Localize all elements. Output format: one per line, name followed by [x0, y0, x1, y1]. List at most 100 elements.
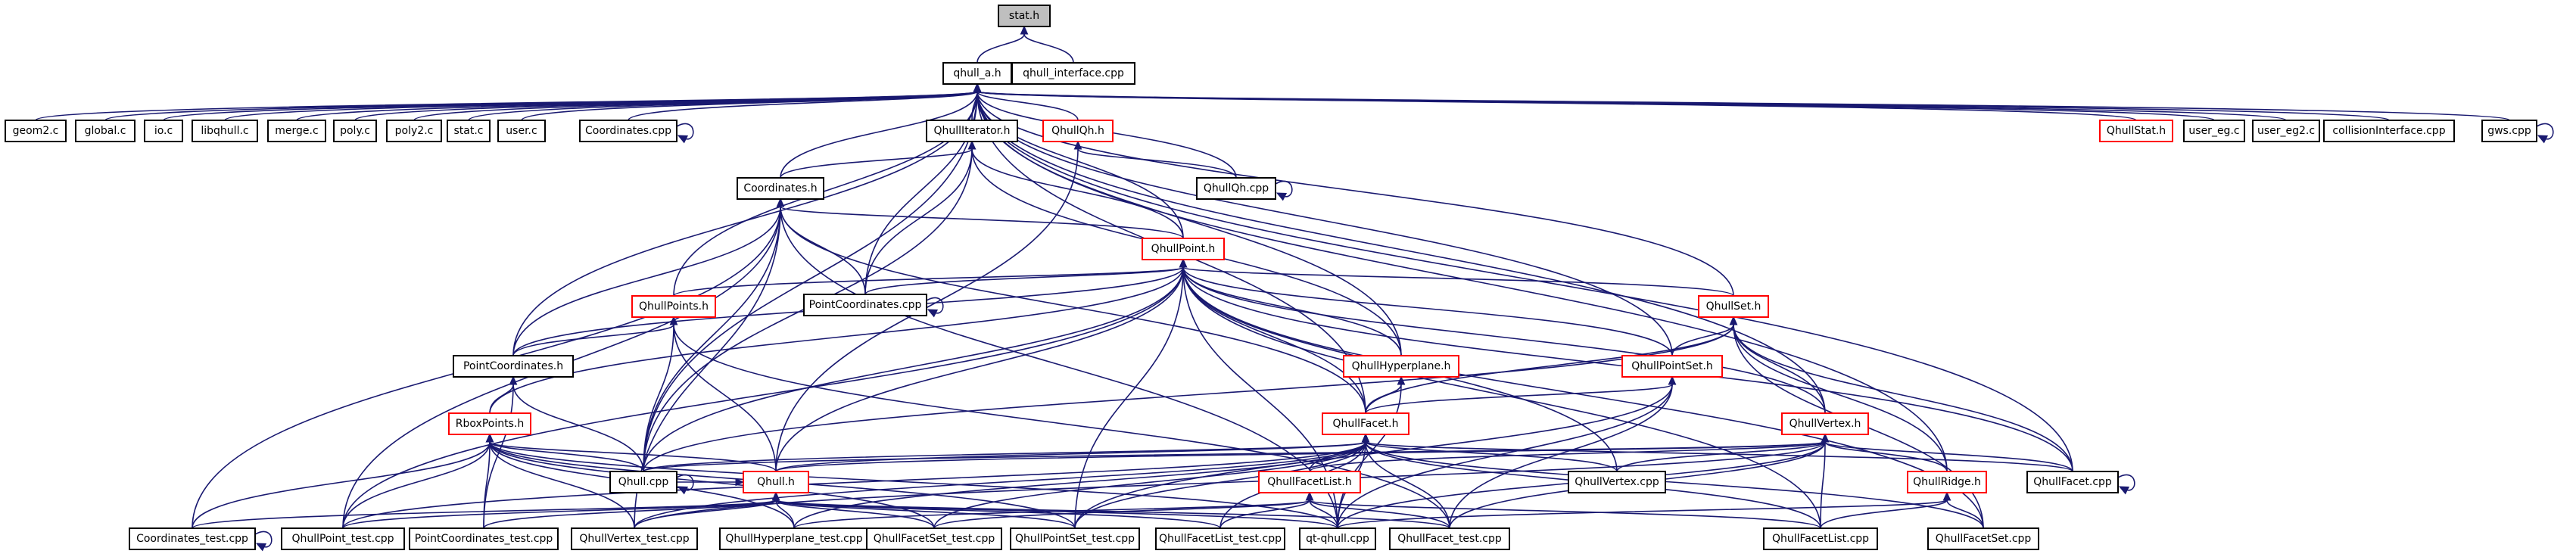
node-pointcoordinates-cpp[interactable]: PointCoordinates.cpp: [803, 294, 927, 316]
node-box[interactable]: [609, 471, 677, 493]
node-qhullpoints-h[interactable]: QhullPoints.h: [631, 295, 716, 318]
node-qhullfacet-test-cpp[interactable]: QhullFacet_test.cpp: [1389, 527, 1510, 550]
node-libqhull-c[interactable]: libqhull.c: [192, 120, 258, 142]
node-box[interactable]: [1011, 62, 1135, 85]
node-qhullpointset-h[interactable]: QhullPointSet.h: [1621, 355, 1723, 378]
node-qhullfacet-cpp[interactable]: QhullFacet.cpp: [2026, 471, 2119, 493]
node-box[interactable]: [866, 527, 1002, 550]
node-user-c[interactable]: user.c: [497, 120, 546, 142]
node-box[interactable]: [1389, 527, 1510, 550]
node-box[interactable]: [1698, 295, 1769, 318]
node-box[interactable]: [1621, 355, 1723, 378]
node-collisioninterface-cpp[interactable]: collisionInterface.cpp: [2323, 120, 2455, 142]
node-box[interactable]: [1142, 238, 1225, 260]
node-box[interactable]: [75, 120, 135, 142]
node-box[interactable]: [409, 527, 559, 550]
node-box[interactable]: [803, 294, 927, 316]
node-qhullset-h[interactable]: QhullSet.h: [1698, 295, 1769, 318]
node-coordinates-test-cpp[interactable]: Coordinates_test.cpp: [129, 527, 256, 550]
node-poly-c[interactable]: poly.c: [333, 120, 377, 142]
node-gws-cpp[interactable]: gws.cpp: [2481, 120, 2537, 142]
node-box[interactable]: [333, 120, 377, 142]
node-box[interactable]: [1258, 471, 1361, 493]
node-box[interactable]: [192, 120, 258, 142]
node-box[interactable]: [579, 120, 677, 142]
node-box[interactable]: [998, 5, 1051, 27]
node-box[interactable]: [448, 412, 531, 435]
node-box[interactable]: [2183, 120, 2245, 142]
node-coordinates-cpp[interactable]: Coordinates.cpp: [579, 120, 677, 142]
node-box[interactable]: [2252, 120, 2320, 142]
node-box[interactable]: [267, 120, 326, 142]
node-coordinates-h[interactable]: Coordinates.h: [737, 177, 824, 200]
node-box[interactable]: [1781, 412, 1869, 435]
node-qhullpointset-test-cpp[interactable]: QhullPointSet_test.cpp: [1010, 527, 1140, 550]
node-geom2-c[interactable]: geom2.c: [5, 120, 67, 142]
node-qhullvertex-cpp[interactable]: QhullVertex.cpp: [1568, 471, 1666, 493]
node-qhullqh-h[interactable]: QhullQh.h: [1042, 120, 1114, 142]
node-qhullstat-h[interactable]: QhullStat.h: [2099, 120, 2173, 142]
node-qhullqh-cpp[interactable]: QhullQh.cpp: [1196, 177, 1276, 200]
node-box[interactable]: [497, 120, 546, 142]
node-qhullvertex-test-cpp[interactable]: QhullVertex_test.cpp: [571, 527, 698, 550]
node-stat-h[interactable]: stat.h: [998, 5, 1051, 27]
node-box[interactable]: [2323, 120, 2455, 142]
node-box[interactable]: [1010, 527, 1140, 550]
node-box[interactable]: [1322, 412, 1409, 435]
node-qhullfacetlist-cpp[interactable]: QhullFacetList.cpp: [1763, 527, 1878, 550]
node-box[interactable]: [2026, 471, 2119, 493]
node-qhullfacetset-test-cpp[interactable]: QhullFacetSet_test.cpp: [866, 527, 1002, 550]
node-box[interactable]: [1343, 355, 1459, 378]
node-qhull-cpp[interactable]: Qhull.cpp: [609, 471, 677, 493]
node-box[interactable]: [631, 295, 716, 318]
node-qt-qhull-cpp[interactable]: qt-qhull.cpp: [1299, 527, 1376, 550]
node-box[interactable]: [1907, 471, 1987, 493]
node-qhullvertex-h[interactable]: QhullVertex.h: [1781, 412, 1869, 435]
node-box[interactable]: [447, 120, 491, 142]
node-box[interactable]: [281, 527, 405, 550]
node-qhull-h[interactable]: Qhull.h: [743, 471, 809, 493]
node-box[interactable]: [926, 120, 1018, 142]
node-qhullhyperplane-test-cpp[interactable]: QhullHyperplane_test.cpp: [719, 527, 869, 550]
edge-pointcoordinates-cpp-to-pointcoordinates-cpp: [926, 297, 944, 318]
node-box[interactable]: [1568, 471, 1666, 493]
node-box[interactable]: [129, 527, 256, 550]
node-io-c[interactable]: io.c: [144, 120, 183, 142]
node-box[interactable]: [5, 120, 67, 142]
node-user-eg2-c[interactable]: user_eg2.c: [2252, 120, 2320, 142]
node-box[interactable]: [1196, 177, 1276, 200]
node-qhulliterator-h[interactable]: QhullIterator.h: [926, 120, 1018, 142]
node-qhullridge-h[interactable]: QhullRidge.h: [1907, 471, 1987, 493]
node-box[interactable]: [144, 120, 183, 142]
node-global-c[interactable]: global.c: [75, 120, 135, 142]
node-qhullfacetlist-test-cpp[interactable]: QhullFacetList_test.cpp: [1155, 527, 1285, 550]
node-rboxpoints-h[interactable]: RboxPoints.h: [448, 412, 531, 435]
node-poly2-c[interactable]: poly2.c: [386, 120, 442, 142]
node-box[interactable]: [571, 527, 698, 550]
node-box[interactable]: [1042, 120, 1114, 142]
node-box[interactable]: [1299, 527, 1376, 550]
node-qhullpoint-test-cpp[interactable]: QhullPoint_test.cpp: [281, 527, 405, 550]
node-qhullfacetset-cpp[interactable]: QhullFacetSet.cpp: [1927, 527, 2039, 550]
node-qhullhyperplane-h[interactable]: QhullHyperplane.h: [1343, 355, 1459, 378]
node-box[interactable]: [453, 355, 574, 378]
node-label: QhullPoints.h: [639, 300, 709, 313]
node-user-eg-c[interactable]: user_eg.c: [2183, 120, 2245, 142]
node-box[interactable]: [1155, 527, 1285, 550]
node-qhull-interface-cpp[interactable]: qhull_interface.cpp: [1011, 62, 1135, 85]
node-stat-c[interactable]: stat.c: [447, 120, 491, 142]
node-box[interactable]: [743, 471, 809, 493]
node-pointcoordinates-h[interactable]: PointCoordinates.h: [453, 355, 574, 378]
node-box[interactable]: [737, 177, 824, 200]
node-qhullfacet-h[interactable]: QhullFacet.h: [1322, 412, 1409, 435]
node-box[interactable]: [1763, 527, 1878, 550]
node-qhull-a-h[interactable]: qhull_a.h: [942, 62, 1012, 85]
node-pointcoordinates-test-cpp[interactable]: PointCoordinates_test.cpp: [409, 527, 559, 550]
node-merge-c[interactable]: merge.c: [267, 120, 326, 142]
node-box[interactable]: [2099, 120, 2173, 142]
node-qhullfacetlist-h[interactable]: QhullFacetList.h: [1258, 471, 1361, 493]
node-box[interactable]: [2481, 120, 2537, 142]
node-qhullpoint-h[interactable]: QhullPoint.h: [1142, 238, 1225, 260]
node-box[interactable]: [386, 120, 442, 142]
node-box[interactable]: [1927, 527, 2039, 550]
